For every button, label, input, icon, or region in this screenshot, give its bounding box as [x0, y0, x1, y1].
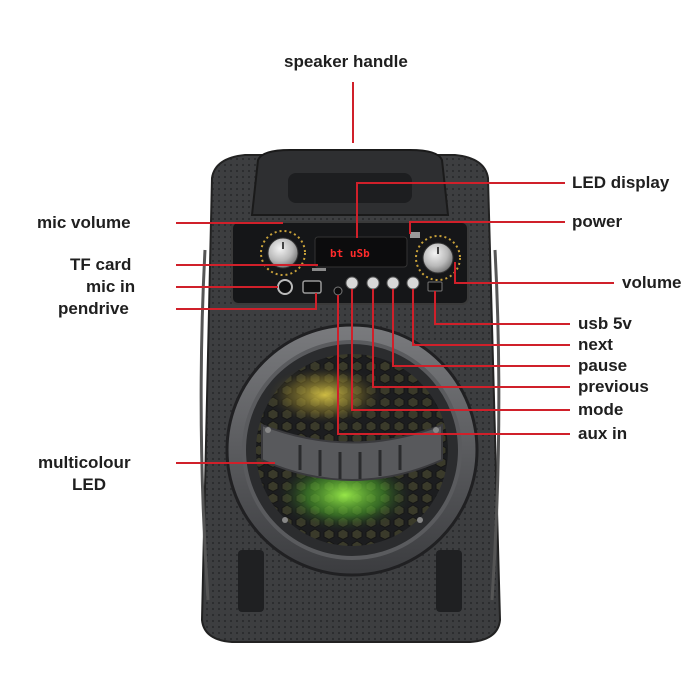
label-multicolour-led-line2: LED	[72, 475, 106, 494]
label-multicolour-led: multicolour LED	[38, 452, 131, 496]
label-pendrive: pendrive	[58, 299, 129, 318]
label-pause: pause	[578, 356, 628, 375]
handle-opening	[288, 173, 412, 203]
leader-previous	[372, 289, 570, 388]
aux-in-jack	[333, 286, 343, 296]
label-tf-card: TF card	[70, 255, 132, 274]
leader-mode	[351, 289, 570, 411]
label-mode: mode	[578, 400, 624, 419]
woofer	[225, 323, 479, 577]
leader-pause	[392, 289, 570, 367]
control-panel	[231, 221, 469, 305]
led-display-screen	[314, 236, 408, 268]
mic-volume-knob	[260, 230, 306, 276]
woofer-screw-right	[433, 427, 439, 433]
leader-next	[412, 289, 570, 346]
leader-volume	[454, 262, 614, 284]
label-mic-in: mic in	[86, 277, 136, 296]
leader-power	[409, 221, 565, 234]
label-previous: previous	[578, 377, 649, 396]
leader-pendrive	[176, 293, 317, 310]
right-foot	[436, 550, 462, 612]
led-display-readout: bt uSb	[330, 247, 370, 260]
led-glow-yellow	[265, 365, 385, 425]
woofer-band	[261, 423, 443, 481]
label-multicolour-led-line1: multicolour	[38, 453, 131, 472]
label-aux-in: aux in	[578, 424, 628, 443]
woofer-screw-bottom-right	[417, 517, 423, 523]
usb-port	[302, 280, 322, 294]
woofer-screw-bottom-left	[282, 517, 288, 523]
woofer-band-slots	[298, 445, 402, 479]
tf-card-slot	[312, 268, 326, 271]
label-volume: volume	[622, 273, 682, 292]
mic-in-jack	[277, 279, 293, 295]
pause-button	[386, 276, 400, 290]
woofer-screw-left	[265, 427, 271, 433]
power-switch	[410, 232, 420, 238]
mode-button	[345, 276, 359, 290]
usb-5v-port	[427, 281, 443, 292]
leader-usb-5v	[434, 291, 570, 325]
leader-lines	[176, 82, 614, 464]
leader-led-display	[356, 182, 565, 238]
label-speaker-handle: speaker handle	[284, 52, 408, 71]
leader-aux-in	[337, 295, 570, 435]
next-button	[406, 276, 420, 290]
label-power: power	[572, 212, 623, 231]
volume-knob	[415, 235, 461, 281]
right-side-ridge	[490, 249, 501, 601]
left-side-ridge	[199, 249, 210, 601]
label-mic-volume: mic volume	[37, 213, 131, 232]
previous-button	[366, 276, 380, 290]
label-led-display: LED display	[572, 173, 670, 192]
label-usb-5v: usb 5v	[578, 314, 632, 333]
label-next: next	[578, 335, 613, 354]
left-foot	[238, 550, 264, 612]
